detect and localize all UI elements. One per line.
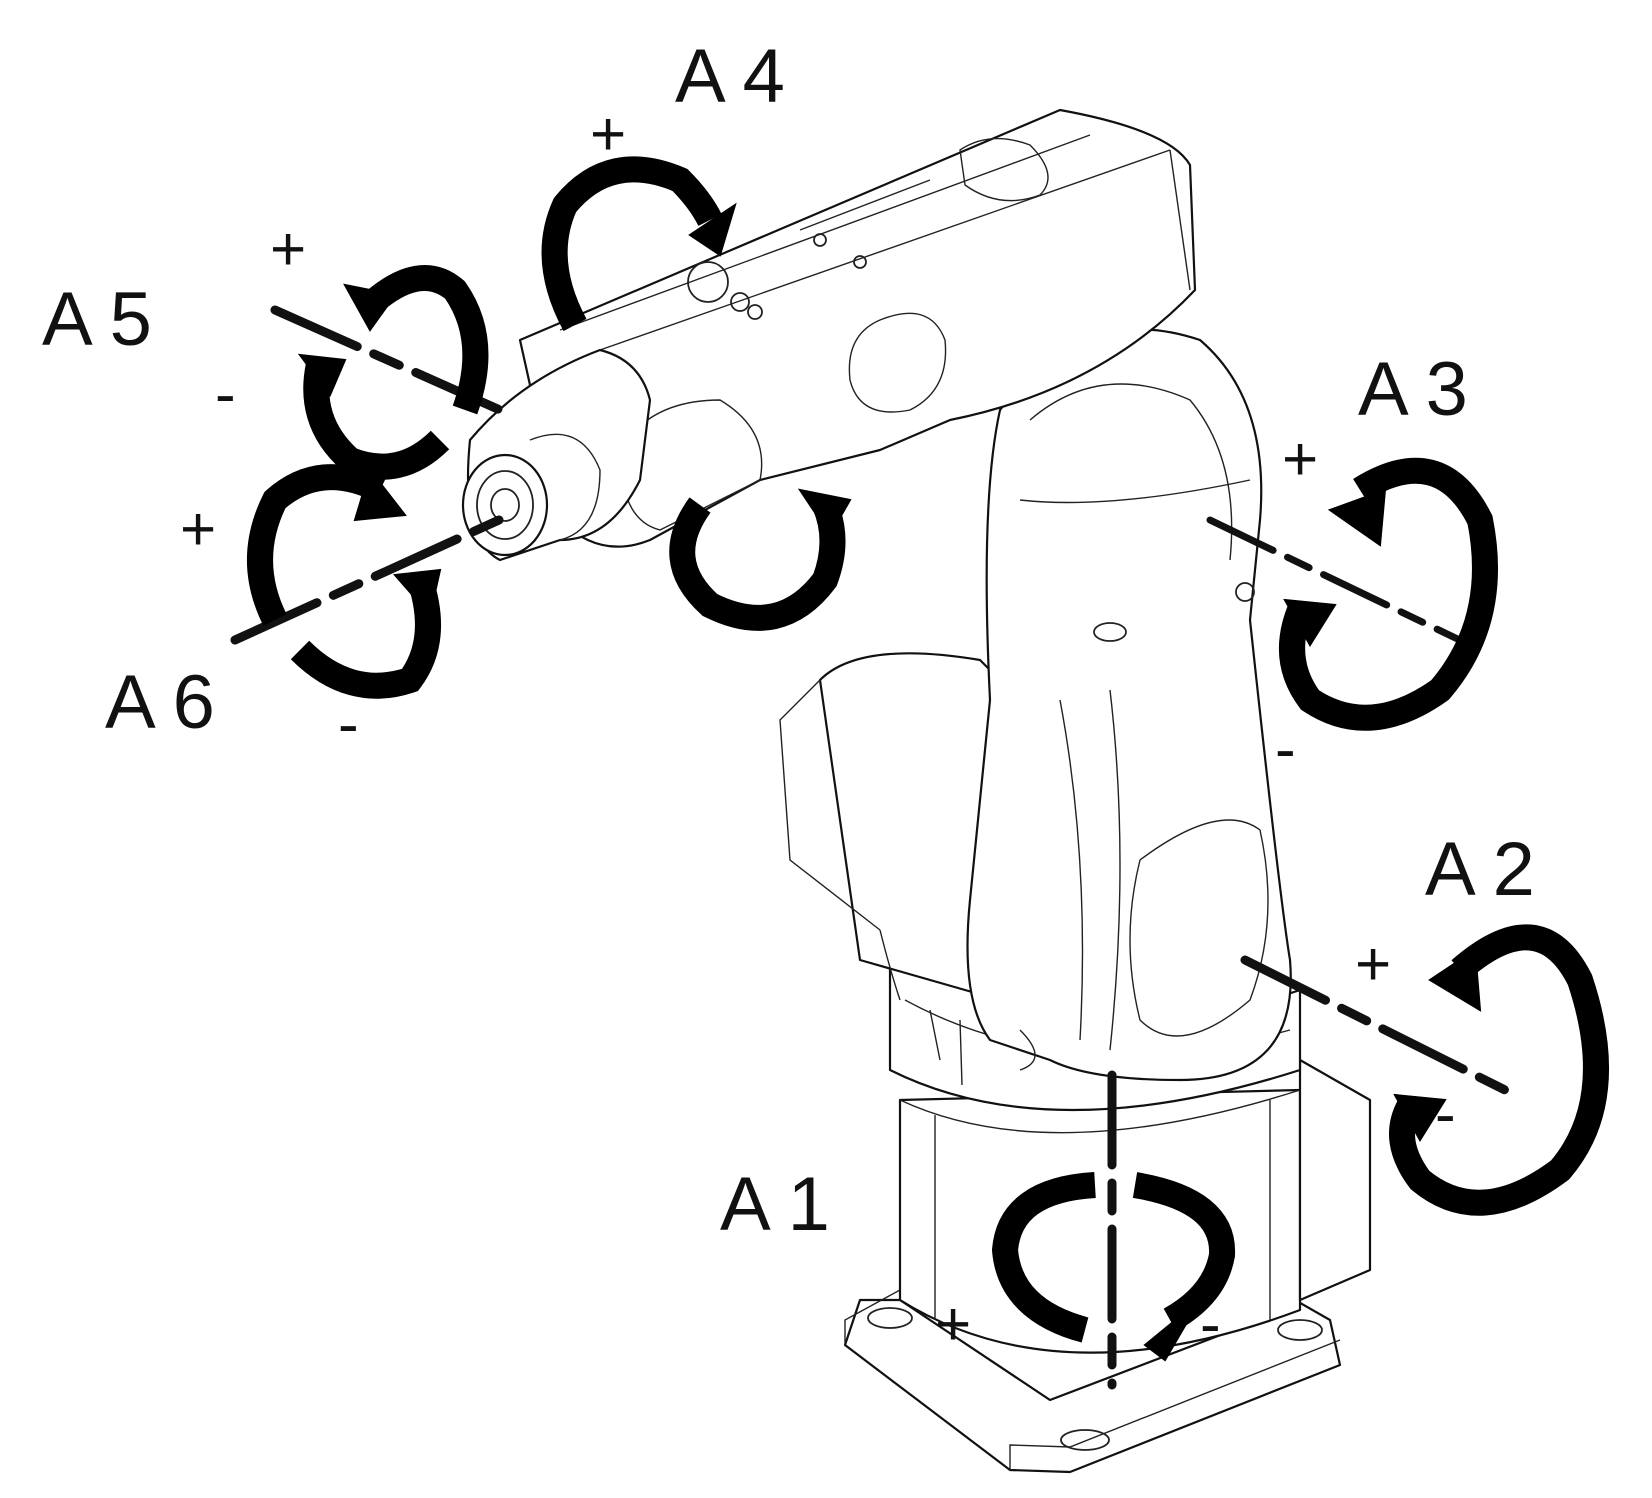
a5-plus-sign: + [270, 215, 306, 284]
a2-label: A 2 [1425, 827, 1535, 912]
a6-minus-sign: - [338, 690, 359, 759]
a4-rotation-arrow-icon [541, 156, 852, 631]
a1-label: A 1 [720, 1162, 830, 1247]
a3-axis-line [1206, 516, 1474, 649]
robot-forearm [518, 108, 1197, 548]
a5-label: A 5 [42, 277, 152, 362]
robot-lower-arm [966, 328, 1292, 1082]
a2-minus-sign: - [1435, 1080, 1456, 1149]
a1-plus-sign: + [935, 1290, 971, 1359]
a5-rotation-arrow-icon [297, 265, 489, 480]
a3-minus-sign: - [1275, 715, 1296, 784]
a3-label: A 3 [1358, 347, 1468, 432]
a6-plus-sign: + [180, 495, 216, 564]
a2-rotation-arrow-icon [1389, 924, 1609, 1216]
a5-minus-sign: - [215, 360, 236, 429]
a4-label: A 4 [675, 34, 785, 119]
a6-label: A 6 [105, 660, 215, 745]
a1-minus-sign: - [1200, 1290, 1221, 1359]
a4-plus-sign: + [590, 100, 626, 169]
a3-rotation-arrow-icon [1279, 457, 1498, 731]
a1-rotation-arrow-icon [991, 1172, 1236, 1362]
axis-labels: A 1 + - A 2 + - A 3 + - A 4 + A 5 + - A … [42, 34, 1535, 1359]
a6-rotation-arrow-icon [247, 464, 442, 699]
a2-plus-sign: + [1355, 930, 1391, 999]
a2-axis-line [1240, 955, 1510, 1095]
a3-plus-sign: + [1282, 425, 1318, 494]
a6-axis-line [230, 510, 515, 645]
